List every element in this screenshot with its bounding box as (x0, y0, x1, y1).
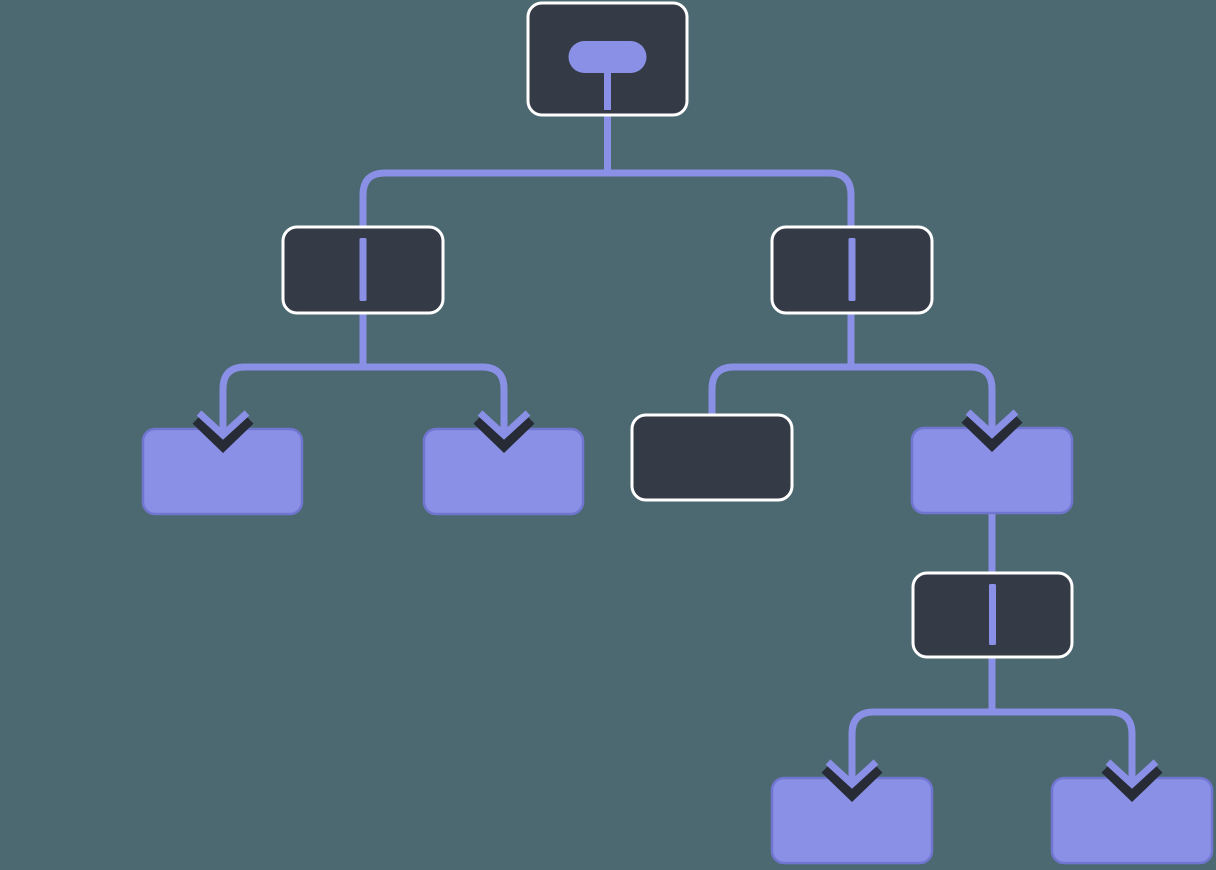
node-branch-left (281, 225, 445, 315)
node-branch-right-sub (911, 571, 1074, 659)
node-child-right-dark (630, 413, 794, 502)
chevron-dark-icon (821, 763, 883, 803)
arrow-leaf-bottom-1 (821, 752, 883, 803)
divider-line-icon (989, 584, 996, 645)
arrow-leaf-bottom-2 (1101, 752, 1163, 803)
connector-main-branch (359, 169, 855, 367)
arrow-child-right-purple (961, 402, 1023, 453)
pill-icon (568, 41, 647, 73)
chevron-dark-icon (961, 413, 1023, 453)
node-branch-right (770, 225, 934, 315)
arrow-leaf-left-2 (473, 403, 535, 454)
pill-stem-icon (604, 71, 611, 110)
node-box-dark[interactable] (630, 413, 794, 502)
chevron-dark-icon (473, 414, 535, 454)
connector-left-split (219, 363, 508, 419)
divider-line-icon (848, 238, 856, 301)
node-root (526, 1, 689, 117)
divider-line-icon (359, 238, 367, 301)
connector-bottom-split (848, 708, 1136, 768)
arrow-leaf-left-1 (192, 403, 254, 454)
chevron-dark-icon (1101, 763, 1163, 803)
connector-right-split (708, 363, 996, 418)
chevron-dark-icon (192, 414, 254, 454)
